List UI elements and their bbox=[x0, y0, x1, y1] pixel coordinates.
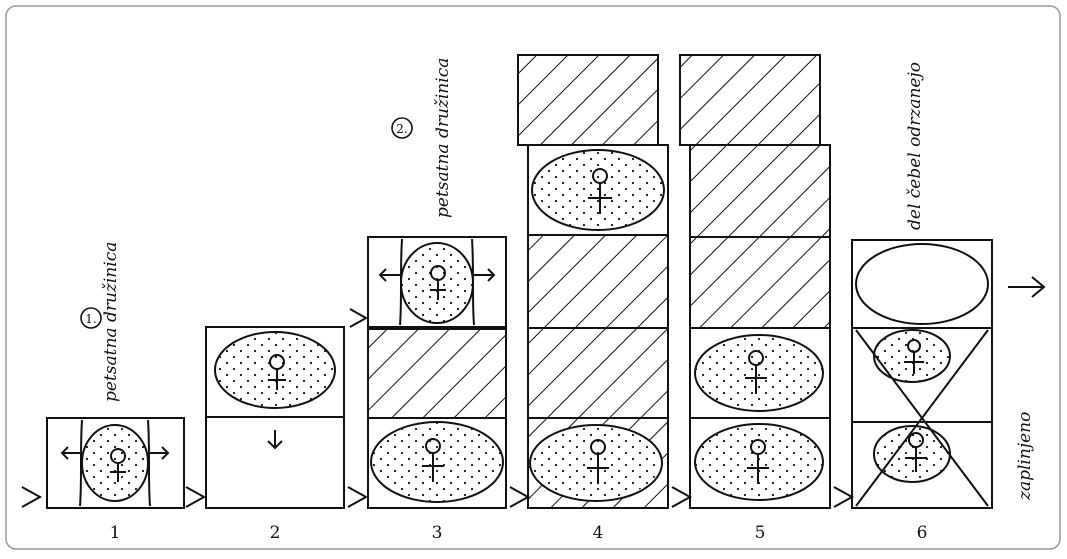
step-number: 5 bbox=[755, 523, 766, 543]
feeder-box-hatched bbox=[679, 54, 821, 146]
step-number: 2 bbox=[270, 523, 281, 543]
step-number: 3 bbox=[432, 523, 443, 543]
hive-box-top bbox=[367, 236, 507, 328]
circle-marker-2-label: 2. bbox=[396, 122, 407, 136]
step-4: 4 bbox=[509, 54, 669, 543]
bee-colony bbox=[531, 149, 665, 231]
arrow-right-icon bbox=[1008, 276, 1046, 298]
bee-colony-empty bbox=[855, 243, 989, 325]
label-nucleus-2: petsatna družinica bbox=[433, 58, 453, 218]
step-6: 6 del čebel odrzanejo zaplinjeno bbox=[833, 62, 1046, 543]
arrow-left-icon bbox=[378, 268, 400, 282]
hive-box bbox=[46, 417, 185, 509]
queen-symbol-icon bbox=[430, 265, 446, 300]
step-number: 4 bbox=[593, 523, 604, 543]
queen-symbol-icon bbox=[587, 439, 609, 484]
divider-right bbox=[147, 419, 151, 507]
arrow-down-icon bbox=[267, 430, 283, 450]
empty-box-hatched bbox=[527, 327, 669, 419]
empty-box-hatched bbox=[689, 144, 831, 238]
step-3: 3 petsatna družinica 2. bbox=[347, 58, 507, 543]
queen-symbol-icon bbox=[747, 439, 769, 484]
step-number: 1 bbox=[110, 523, 121, 543]
entrance-mark-icon bbox=[185, 486, 207, 508]
queen-symbol-icon bbox=[588, 168, 612, 214]
step-number: 6 bbox=[917, 523, 928, 543]
circle-marker-1-label: 1. bbox=[85, 312, 96, 326]
queen-symbol-icon bbox=[268, 354, 286, 390]
empty-box-hatched bbox=[689, 236, 831, 329]
queen-symbol-icon bbox=[905, 432, 927, 472]
empty-box-hatched bbox=[527, 234, 669, 329]
step-1: 1 petsatna družinica 1. bbox=[21, 242, 185, 543]
divider-left bbox=[79, 419, 83, 507]
entrance-mark-icon bbox=[833, 486, 855, 508]
queen-symbol-icon bbox=[110, 448, 126, 482]
label-removed-bees: del čebel odrzanejo bbox=[905, 62, 925, 230]
label-gassed: zaplinjeno bbox=[1015, 412, 1035, 501]
arrow-right-icon bbox=[474, 268, 496, 282]
step-5: 5 bbox=[671, 54, 831, 543]
step-2: 2 bbox=[185, 326, 345, 543]
feeder-box-hatched bbox=[517, 54, 659, 146]
bee-colony-dots bbox=[532, 427, 660, 499]
entrance-mark-icon bbox=[509, 486, 531, 508]
bee-colony bbox=[370, 421, 504, 503]
queen-symbol-icon bbox=[422, 438, 444, 482]
entrance-mark-icon bbox=[671, 486, 693, 508]
entrance-mark-upper-icon bbox=[349, 308, 369, 328]
queen-symbol-icon bbox=[904, 339, 924, 374]
entrance-mark-icon bbox=[21, 486, 43, 508]
hive-box-bottom bbox=[851, 421, 993, 509]
circle-marker-2 bbox=[391, 117, 413, 139]
bee-colony bbox=[873, 329, 951, 383]
empty-box-hatched bbox=[367, 328, 507, 419]
cross-out-lines bbox=[855, 329, 989, 507]
bee-colony bbox=[214, 331, 336, 409]
arrow-left-icon bbox=[60, 446, 80, 460]
entrance-mark-icon bbox=[347, 486, 369, 508]
queen-symbol-icon bbox=[745, 350, 767, 394]
bee-colony bbox=[694, 334, 824, 412]
circle-marker-1 bbox=[80, 307, 102, 329]
label-nucleus-1: petsatna družinica bbox=[101, 242, 121, 402]
arrow-right-icon bbox=[150, 446, 170, 460]
dashed-separators bbox=[206, 144, 992, 423]
